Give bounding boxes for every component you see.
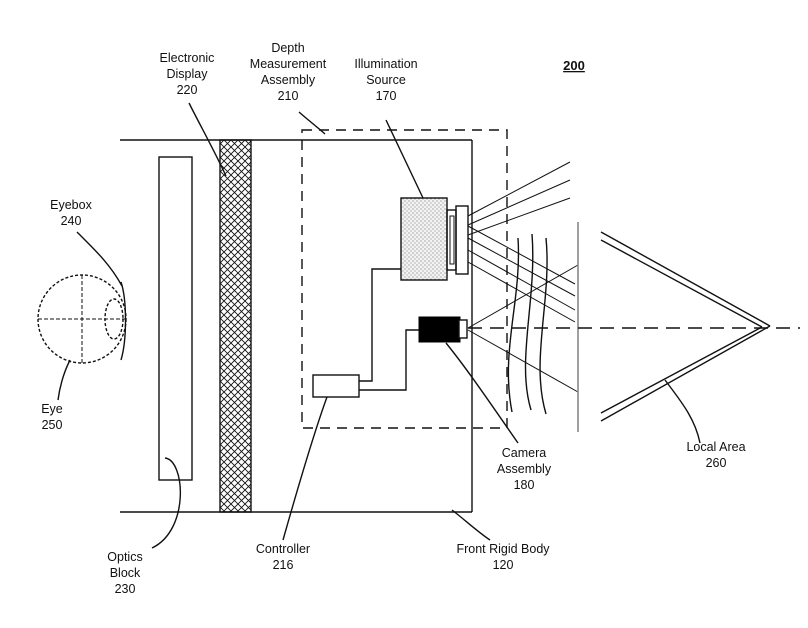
camera-field-of-view xyxy=(467,264,579,393)
svg-text:260: 260 xyxy=(706,456,727,470)
label-controller: Controller 216 xyxy=(256,542,310,572)
svg-text:Camera: Camera xyxy=(502,446,547,460)
svg-text:Front Rigid Body: Front Rigid Body xyxy=(456,542,550,556)
eyebox xyxy=(120,281,127,361)
svg-text:Electronic: Electronic xyxy=(160,51,215,65)
svg-text:Optics: Optics xyxy=(107,550,142,564)
svg-text:Eye: Eye xyxy=(41,402,63,416)
label-eye: Eye 250 xyxy=(41,402,63,432)
label-depth-measurement-assembly: Depth Measurement Assembly 210 xyxy=(250,41,327,103)
svg-text:230: 230 xyxy=(115,582,136,596)
svg-text:Eyebox: Eyebox xyxy=(50,198,92,212)
svg-text:Assembly: Assembly xyxy=(497,462,552,476)
svg-text:Illumination: Illumination xyxy=(354,57,417,71)
svg-text:Local Area: Local Area xyxy=(686,440,745,454)
label-electronic-display: Electronic Display 220 xyxy=(160,51,215,97)
leader-lines xyxy=(57,102,701,549)
svg-text:Source: Source xyxy=(366,73,406,87)
svg-text:180: 180 xyxy=(514,478,535,492)
svg-text:Measurement: Measurement xyxy=(250,57,327,71)
figure-number: 200 xyxy=(563,58,585,73)
svg-text:170: 170 xyxy=(376,89,397,103)
electronic-display xyxy=(219,139,252,513)
eye xyxy=(37,274,127,364)
label-front-rigid-body: Front Rigid Body 120 xyxy=(456,542,550,572)
svg-text:Assembly: Assembly xyxy=(261,73,316,87)
svg-text:Display: Display xyxy=(167,67,209,81)
label-illumination-source: Illumination Source 170 xyxy=(354,57,417,103)
controller xyxy=(312,374,360,398)
svg-text:216: 216 xyxy=(273,558,294,572)
label-camera-assembly: Camera Assembly 180 xyxy=(497,446,552,492)
label-local-area: Local Area 260 xyxy=(686,440,745,470)
label-optics-block: Optics Block 230 xyxy=(107,550,142,596)
svg-text:120: 120 xyxy=(493,558,514,572)
illumination-source xyxy=(400,197,469,281)
svg-text:Controller: Controller xyxy=(256,542,310,556)
optics-block xyxy=(158,156,193,481)
svg-text:Block: Block xyxy=(110,566,141,580)
depth-measurement-assembly-box xyxy=(301,129,508,429)
svg-text:220: 220 xyxy=(177,83,198,97)
illumination-rays xyxy=(467,161,576,323)
svg-text:210: 210 xyxy=(278,89,299,103)
label-eyebox: Eyebox 240 xyxy=(50,198,92,228)
camera-assembly xyxy=(418,316,468,343)
svg-text:240: 240 xyxy=(61,214,82,228)
svg-text:Depth: Depth xyxy=(271,41,304,55)
svg-text:250: 250 xyxy=(42,418,63,432)
wavefront-curves xyxy=(507,233,548,415)
controller-wiring xyxy=(359,268,419,391)
local-area-object xyxy=(600,231,771,422)
